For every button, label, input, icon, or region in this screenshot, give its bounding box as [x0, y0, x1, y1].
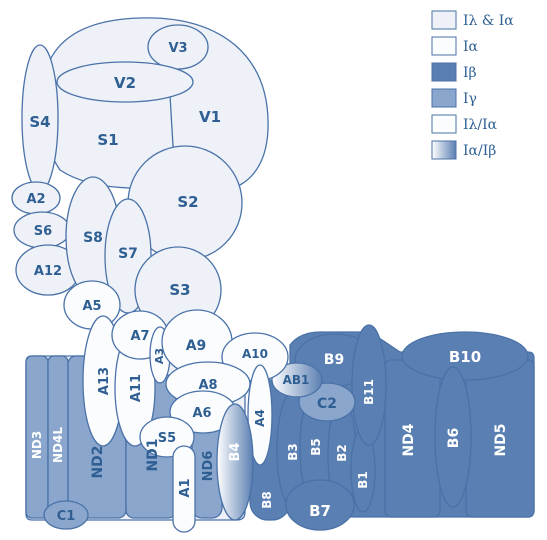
AB1-shape: [271, 362, 323, 398]
label-ND5: ND5: [493, 423, 509, 456]
legend-label: Iλ/Iα: [463, 117, 498, 133]
label-A1: A1: [178, 478, 193, 497]
label-V3: V3: [168, 41, 187, 56]
membrane-arm: [25, 324, 535, 531]
label-A7: A7: [130, 329, 149, 344]
label-A2: A2: [26, 192, 45, 207]
label-S1: S1: [97, 131, 118, 149]
label-C2: C2: [317, 396, 337, 412]
label-B11: B11: [362, 379, 376, 405]
label-ND1: ND1: [145, 438, 161, 471]
legend-swatch: [431, 36, 457, 56]
V2-shape: [56, 61, 194, 103]
label-S6: S6: [34, 224, 52, 239]
legend-item: Iβ: [431, 62, 477, 82]
legend-label: Iγ: [463, 91, 477, 107]
label-AB1: AB1: [283, 373, 310, 387]
legend-item: Iα: [431, 36, 479, 56]
label-B10: B10: [449, 348, 481, 366]
B7-shape: [285, 479, 355, 531]
subunit-labels: V3 V2 V1 S4 S1 S2 A2 S6 S8 S7 A12 S3 A5 …: [26, 41, 509, 524]
legend-label: Iβ: [463, 65, 477, 81]
label-B5: B5: [309, 438, 323, 456]
label-A5: A5: [82, 299, 101, 314]
label-V2: V2: [114, 74, 136, 92]
B11-shape: [351, 324, 387, 446]
label-S8: S8: [83, 230, 103, 246]
label-A12: A12: [34, 264, 62, 279]
label-B3: B3: [286, 443, 300, 461]
label-A8: A8: [198, 378, 217, 393]
legend-item: Iγ: [431, 88, 477, 108]
legend-item: Iα/Iβ: [431, 140, 496, 160]
label-A4: A4: [253, 409, 267, 427]
legend-swatch: [431, 62, 457, 82]
label-S4: S4: [29, 113, 50, 131]
A4-shape: [247, 364, 273, 466]
label-C1: C1: [57, 509, 76, 524]
B4-shape: [216, 403, 254, 521]
label-B9: B9: [324, 352, 344, 368]
legend-swatch: [431, 140, 457, 160]
label-ND2: ND2: [90, 445, 106, 478]
legend-item: Iλ/Iα: [431, 114, 498, 134]
label-A11: A11: [129, 374, 144, 402]
label-B8: B8: [260, 491, 274, 509]
label-B2: B2: [335, 444, 349, 462]
label-A13: A13: [97, 367, 112, 395]
label-A3: A3: [153, 348, 166, 364]
B6-shape: [434, 366, 472, 508]
label-ND4L: ND4L: [51, 427, 65, 463]
B10-shape: [401, 331, 529, 381]
label-B6: B6: [446, 428, 462, 448]
label-S2: S2: [177, 193, 198, 211]
label-S7: S7: [118, 246, 138, 262]
legend: Iλ & Iα Iα Iβ Iγ Iλ/Iα Iα/Iβ: [431, 10, 514, 160]
label-A10: A10: [242, 347, 268, 361]
label-B4: B4: [228, 443, 243, 462]
legend-swatch: [431, 88, 457, 108]
label-ND3: ND3: [30, 431, 44, 459]
label-B1: B1: [356, 471, 370, 489]
label-S3: S3: [169, 281, 190, 299]
legend-swatch: [431, 10, 457, 30]
legend-label: Iα/Iβ: [463, 143, 496, 159]
A1-shape: [172, 445, 196, 533]
label-ND4: ND4: [401, 423, 417, 456]
label-A6: A6: [192, 406, 211, 421]
label-ND6: ND6: [201, 451, 216, 482]
label-S5: S5: [158, 431, 176, 446]
legend-label: Iα: [463, 39, 479, 55]
peripheral-arm: [11, 17, 289, 533]
label-A9: A9: [186, 338, 207, 354]
label-B7: B7: [309, 502, 331, 520]
C1-shape: [43, 500, 89, 530]
label-V1: V1: [199, 108, 221, 126]
legend-swatch: [431, 114, 457, 134]
legend-label: Iλ & Iα: [463, 13, 514, 29]
legend-item: Iλ & Iα: [431, 10, 514, 30]
